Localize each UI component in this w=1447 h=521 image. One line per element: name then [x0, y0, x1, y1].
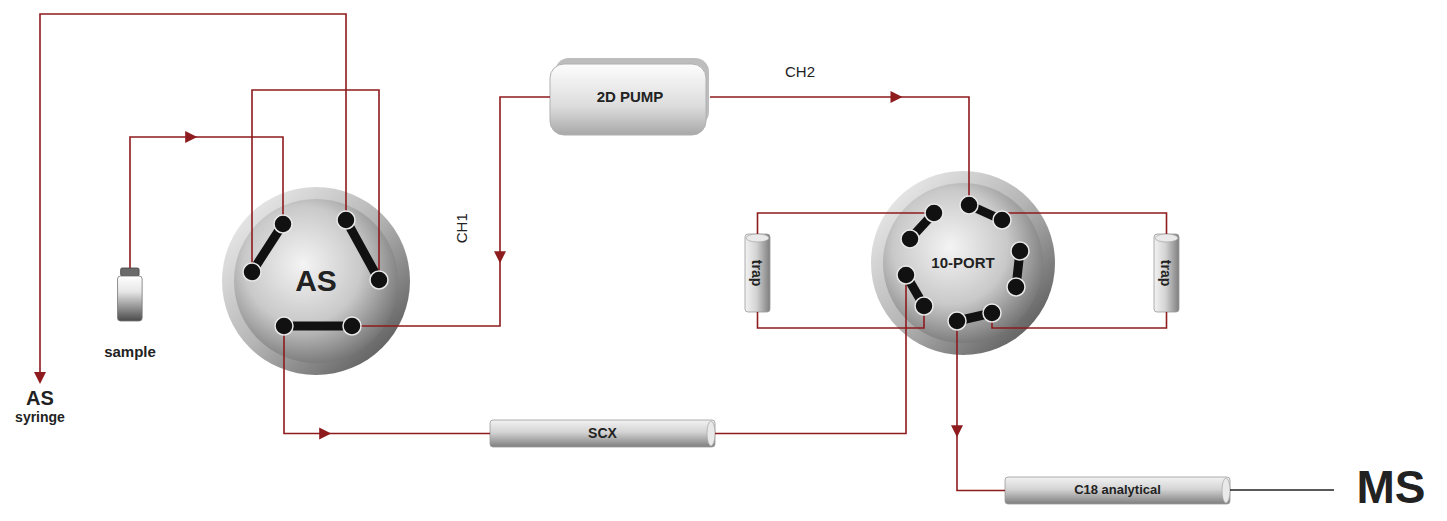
flow-path: [992, 312, 1167, 328]
flow-path: [130, 137, 283, 268]
arrow-head: [951, 425, 963, 437]
flow-line: [758, 306, 925, 328]
flow-line: [710, 91, 969, 205]
node-label: AS: [295, 264, 337, 299]
port-dot: [274, 215, 292, 233]
port-dot: [993, 211, 1011, 229]
flow-line: [758, 213, 935, 234]
port-dot: [337, 211, 355, 229]
node-label: trap: [1158, 260, 1174, 286]
autosampler-valve: AS: [221, 186, 411, 376]
flow-path: [284, 326, 490, 434]
port-dot: [370, 271, 388, 289]
port-dot: [243, 263, 261, 281]
flow-path: [758, 306, 925, 328]
node-label: trap: [749, 260, 765, 286]
flow-path: [957, 321, 1005, 491]
flow-path: [715, 275, 906, 434]
flow-line: [951, 321, 1005, 491]
node-label: C18 analytical: [1074, 483, 1161, 498]
channel-label: CH2: [783, 64, 817, 81]
c18-column: C18 analytical: [1005, 477, 1230, 504]
arrow-head: [494, 251, 506, 263]
flow-line: [352, 97, 550, 326]
pump-box: 2D PUMP: [550, 58, 710, 136]
ms-line: [1230, 489, 1334, 491]
syringe-line: [40, 14, 346, 376]
port-dot: [901, 230, 919, 248]
port-dot: [948, 312, 966, 330]
flow-path: [758, 213, 935, 234]
ten-port-valve: 10-PORT: [870, 170, 1056, 356]
port-dot: [925, 204, 943, 222]
node-label: 10-PORT: [931, 254, 994, 271]
arrow-head: [319, 428, 331, 440]
port-dot: [897, 266, 915, 284]
flow-path: [352, 97, 550, 326]
flow-line: [992, 312, 1167, 328]
ms-label: MS: [1336, 462, 1446, 513]
node-label: SCX: [588, 425, 617, 441]
trap-column: trap: [1154, 234, 1179, 312]
port-dot: [983, 304, 1001, 322]
flow-path: [710, 97, 969, 205]
port-dot: [960, 196, 978, 214]
arrow-head: [890, 91, 902, 103]
channel-label: CH1: [454, 211, 471, 245]
port-channel: [346, 220, 379, 280]
flow-line: [715, 275, 906, 434]
port-channel: [284, 322, 352, 331]
flow-line: [284, 326, 490, 440]
arrow-head: [34, 372, 46, 384]
port-dot: [343, 317, 361, 335]
flow-line: [130, 131, 283, 268]
node-label: sample: [104, 343, 156, 360]
port-dot: [915, 297, 933, 315]
syringe-label: AS: [0, 387, 80, 409]
flow-line: [1002, 213, 1167, 234]
port-dot: [275, 317, 293, 335]
sample-loop: [252, 90, 379, 280]
scx-column: SCX: [490, 420, 715, 447]
node-label: 2D PUMP: [597, 88, 664, 105]
port-dot: [1011, 242, 1029, 260]
trap-column: trap: [745, 234, 770, 312]
sample-vial: sample: [94, 262, 166, 362]
flow-path: [1002, 213, 1167, 234]
syringe-label: syringe: [0, 410, 80, 425]
arrow-head: [185, 131, 197, 143]
port-dot: [1007, 278, 1025, 296]
